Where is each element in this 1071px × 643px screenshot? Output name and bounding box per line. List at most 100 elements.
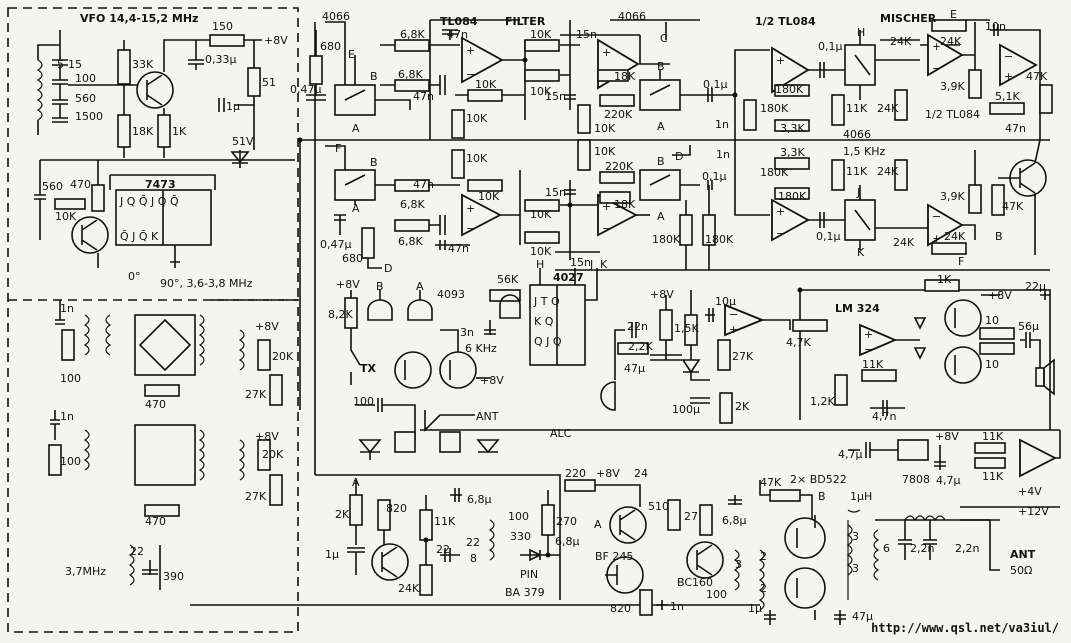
mic-c10u: 10µ — [715, 295, 736, 308]
out-t2b: 2 — [760, 582, 767, 595]
sw-d-r180k-b: 180K — [705, 233, 734, 246]
mic-r22k: 2,2K — [628, 340, 653, 353]
mic-c22n: 22n — [627, 320, 648, 333]
svg-text:−: − — [729, 308, 738, 321]
pa-c8: 8 — [470, 552, 477, 565]
sw-d-r180k-a: 180K — [652, 233, 681, 246]
filter-lower-r10k-b: 10K — [478, 190, 500, 203]
mixer-r11k-b: 11K — [846, 165, 868, 178]
filter-upper-r10k-a: 10K — [475, 78, 497, 91]
reg-plus12v: +12V — [1018, 505, 1049, 518]
pa-c68u-a: 6,8µ — [467, 493, 492, 506]
mixer-half-tl084: 1/2 TL084 — [755, 15, 816, 28]
sw-upper-e: E — [348, 48, 355, 61]
divider-ic-7473: 7473 — [145, 178, 176, 191]
filter-lower-r10k-e: 10K — [594, 145, 616, 158]
out-b: B — [818, 490, 826, 503]
out-bd522: 2× BD522 — [790, 473, 847, 486]
mixer-k: K — [857, 246, 865, 259]
pa-r270: 270 — [556, 515, 577, 528]
balanced-modulators — [48, 300, 283, 590]
bal-r100-a: 100 — [60, 372, 81, 385]
tx-plus8v-q: +8V — [480, 374, 504, 387]
svg-text:+: + — [776, 205, 785, 218]
audio-c47n: 4,7n — [872, 410, 896, 423]
svg-text:−: − — [466, 68, 475, 81]
svg-text:+: + — [602, 200, 611, 213]
tx-4093: 4093 — [437, 288, 465, 301]
reg-7808: 7808 — [902, 473, 930, 486]
filter-lower-r220k: 220K — [605, 160, 634, 173]
svg-text:+: + — [932, 40, 941, 53]
mixer-r39k-a: 3,9K — [940, 80, 965, 93]
filter-lower-r18k: 18K — [614, 198, 636, 211]
pa-a2: A — [594, 518, 602, 531]
switch-4066-c — [639, 22, 700, 111]
tx-gate-b: B — [376, 280, 384, 293]
mixer-r24k-a: 24K — [890, 35, 912, 48]
sw-c-c: C — [660, 32, 668, 45]
bal-r27k-b: 27K — [245, 490, 267, 503]
svg-text:−: − — [602, 222, 611, 235]
mic-r27k: 27K — [732, 350, 754, 363]
bal-plus8v-a: +8V — [255, 320, 279, 333]
vfo-zener-51v: 51V — [232, 135, 254, 148]
audio-r1k: 1K — [937, 273, 952, 286]
bal-r470-a: 470 — [145, 398, 166, 411]
out-ant: ANT — [1010, 548, 1036, 561]
vfo-c033: 0,33µ — [205, 53, 237, 66]
svg-text:+: + — [1004, 70, 1013, 83]
vfo-cap-100: 100 — [75, 72, 96, 85]
mixer-c1n-a: 1n — [715, 118, 729, 131]
bal-c390: 390 — [163, 570, 184, 583]
mixer-r180k-d: 180K — [778, 190, 807, 203]
pa-r11k: 11K — [434, 515, 456, 528]
svg-text:J Q Q̄ J Q Q̄: J Q Q̄ J Q Q̄ — [119, 195, 179, 208]
audio-lm324: + − — [792, 279, 1055, 430]
pa-r820-b: 820 — [610, 602, 631, 615]
sw-c-b: B — [657, 60, 665, 73]
pa-r510: 510 — [648, 500, 669, 513]
divider-r470: 470 — [70, 178, 91, 191]
filter-upper-r18k: 18K — [614, 70, 636, 83]
relay-c100: 100 — [353, 395, 374, 408]
svg-text:−: − — [466, 222, 475, 235]
reg-r11k-b: 11K — [982, 470, 1004, 483]
out-c22n-b: 2,2n — [955, 542, 979, 555]
sw-upper-c047: 0,47µ — [290, 83, 322, 96]
mixer-r47k-a: 47K — [1026, 70, 1048, 83]
filter-lower-c47n-b: 47n — [448, 242, 469, 255]
mixer-r33k-b: 3,3K — [780, 146, 805, 159]
bal-c1n: 1n — [60, 410, 74, 423]
mixer-r39k-b: 3,9K — [940, 190, 965, 203]
svg-text:−: − — [932, 62, 941, 75]
tx-plus8v: +8V — [336, 278, 360, 291]
svg-text:Q J Q: Q J Q — [534, 335, 562, 348]
filter-upper: + − + − — [380, 20, 670, 139]
reg-c47u: 4,7µ — [838, 448, 863, 461]
divider-c560: 560 — [42, 180, 63, 193]
pa-r820: 820 — [386, 502, 407, 515]
svg-text:−: − — [1004, 50, 1013, 63]
vfo-r1k: 1K — [172, 125, 187, 138]
mic-c100u: 100µ — [672, 403, 700, 416]
bal-3-7mhz: 3,7MHz — [65, 565, 106, 578]
vfo-r150: 150 — [212, 20, 233, 33]
out-r47k: 47K — [760, 476, 782, 489]
audio-r12k: 1,2K — [810, 395, 835, 408]
vfo-r33k: 33K — [132, 58, 154, 71]
bal-r27k-a: 27K — [245, 388, 267, 401]
audio-r10-a: 10 — [985, 314, 999, 327]
osc-k: K — [600, 258, 608, 271]
pa-stage — [347, 479, 742, 616]
pa-c1n: 1n — [670, 600, 684, 613]
mixer-c01-c: 0,1µ — [816, 230, 841, 243]
svg-text:K Q: K Q — [534, 315, 554, 328]
pa-pin: PIN — [520, 568, 538, 581]
vfo-cap-560: 560 — [75, 92, 96, 105]
sw-lower-f: F — [335, 142, 341, 155]
svg-text:+: + — [932, 232, 941, 245]
osc-6khz: 6 KHz — [465, 342, 497, 355]
filter-lower-c15n-b: 15n — [570, 256, 591, 269]
